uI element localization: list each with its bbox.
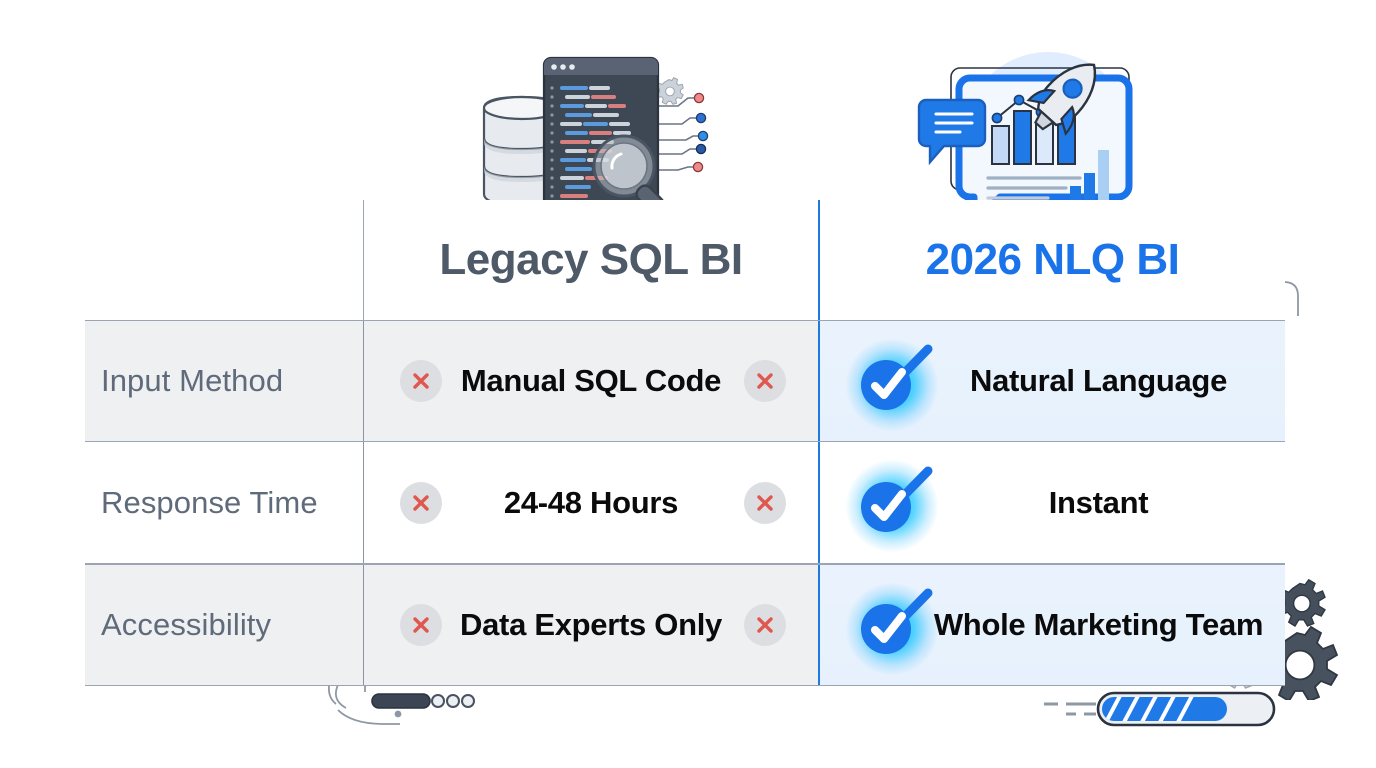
legacy-value-cell: 24-48 Hours bbox=[363, 442, 818, 563]
nlq-value: Whole Marketing Team bbox=[933, 607, 1264, 643]
row-label-cell: Response Time bbox=[85, 442, 363, 563]
legacy-value-cell: Data Experts Only bbox=[363, 565, 818, 685]
comparison-table: Legacy SQL BI 2026 NLQ BI Input Method M… bbox=[85, 200, 1285, 688]
header-nlq-cell: 2026 NLQ BI bbox=[818, 200, 1285, 320]
row-label-cell: Accessibility bbox=[85, 565, 363, 685]
nlq-value: Instant bbox=[1048, 484, 1149, 520]
table-header-row: Legacy SQL BI 2026 NLQ BI bbox=[85, 200, 1285, 320]
legacy-value: Manual SQL Code bbox=[460, 363, 722, 398]
chat-bubble-analytics-rocket-icon bbox=[917, 52, 1133, 227]
legacy-column-title: Legacy SQL BI bbox=[439, 235, 743, 284]
table-row: Input Method Manual SQL Code bbox=[85, 320, 1285, 442]
row-label: Input Method bbox=[101, 363, 284, 398]
cross-icon bbox=[744, 604, 786, 646]
check-icon bbox=[844, 333, 940, 431]
nlq-column-title: 2026 NLQ BI bbox=[925, 235, 1180, 284]
header-legacy-cell: Legacy SQL BI bbox=[363, 200, 818, 320]
cross-icon bbox=[400, 360, 442, 402]
table-row: Response Time 24-48 Hours bbox=[85, 442, 1285, 564]
cross-icon bbox=[744, 481, 786, 524]
cross-icon bbox=[400, 604, 442, 646]
header-decoration-cell bbox=[85, 200, 363, 320]
row-label: Response Time bbox=[101, 484, 318, 520]
nlq-value-cell: Whole Marketing Team bbox=[818, 565, 1285, 685]
table-row: Accessibility Data Experts Only bbox=[85, 564, 1285, 686]
cross-icon bbox=[400, 481, 442, 524]
legacy-value: 24-48 Hours bbox=[503, 484, 679, 520]
row-label: Accessibility bbox=[101, 607, 272, 642]
check-icon bbox=[844, 577, 940, 675]
legacy-value-cell: Manual SQL Code bbox=[363, 321, 818, 441]
cross-icon bbox=[744, 360, 786, 402]
row-label-cell: Input Method bbox=[85, 321, 363, 441]
nlq-value-cell: Natural Language bbox=[818, 321, 1285, 441]
nlq-value-cell: Instant bbox=[818, 442, 1285, 563]
legacy-value: Data Experts Only bbox=[460, 607, 722, 642]
check-icon bbox=[844, 455, 940, 553]
striped-loading-bar-decoration bbox=[1044, 691, 1276, 727]
nlq-value: Natural Language bbox=[969, 363, 1228, 399]
database-sql-code-magnifier-icon bbox=[474, 56, 709, 228]
